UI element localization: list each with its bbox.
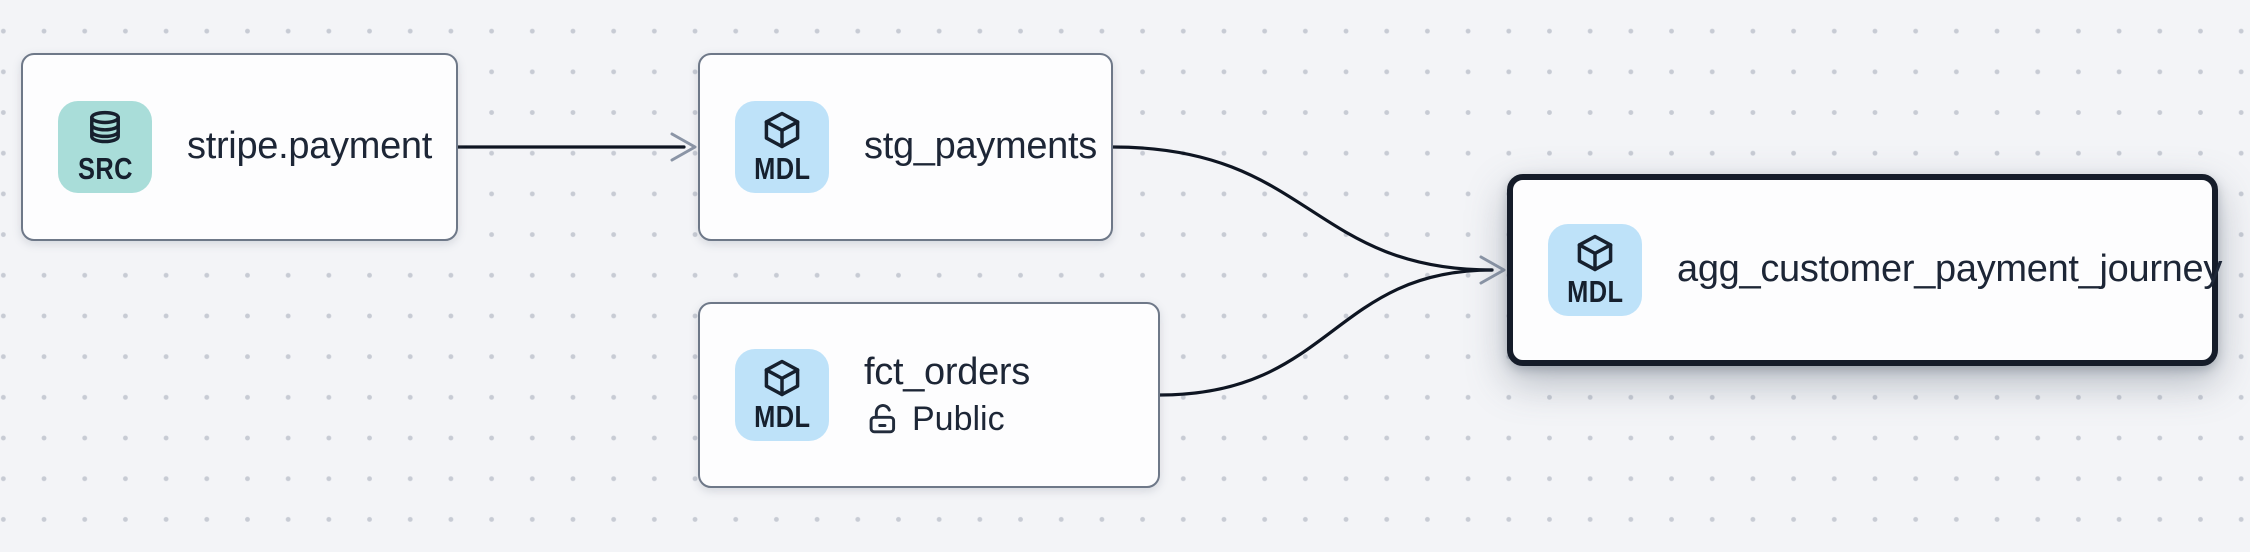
node-stg-payments[interactable]: MDL stg_payments (698, 53, 1113, 241)
arrowhead-icon (1479, 255, 1506, 285)
model-type-badge: MDL (735, 349, 829, 441)
node-stripe-payment[interactable]: SRC stripe.payment (21, 53, 458, 241)
node-title: agg_customer_payment_journey (1677, 248, 2223, 291)
access-label: Public (912, 400, 1005, 439)
edge-fct-orders-to-agg-customer-payment-journey[interactable] (1158, 268, 1494, 397)
node-title: fct_orders (864, 351, 1030, 394)
badge-label: MDL (1566, 274, 1624, 310)
node-agg-customer-payment-journey[interactable]: MDL agg_customer_payment_journey (1507, 174, 2222, 366)
cube-icon (764, 111, 800, 149)
badge-label: MDL (753, 151, 811, 187)
node-fct-orders[interactable]: MDL fct_orders Public (698, 302, 1160, 488)
database-icon (90, 111, 120, 144)
model-type-badge: MDL (735, 101, 829, 193)
lock-open-icon (869, 404, 896, 434)
edge-stg-payments-to-agg-customer-payment-journey[interactable] (1111, 145, 1494, 272)
badge-label: MDL (753, 399, 811, 435)
access-badge: Public (864, 400, 1030, 439)
node-title: stripe.payment (187, 125, 433, 168)
model-type-badge: MDL (1548, 224, 1642, 316)
cube-icon (764, 359, 800, 397)
node-title: stg_payments (864, 125, 1097, 168)
source-type-badge: SRC (58, 101, 152, 193)
badge-label: SRC (77, 151, 133, 187)
arrowhead-icon (670, 132, 697, 162)
cube-icon (1577, 234, 1613, 272)
